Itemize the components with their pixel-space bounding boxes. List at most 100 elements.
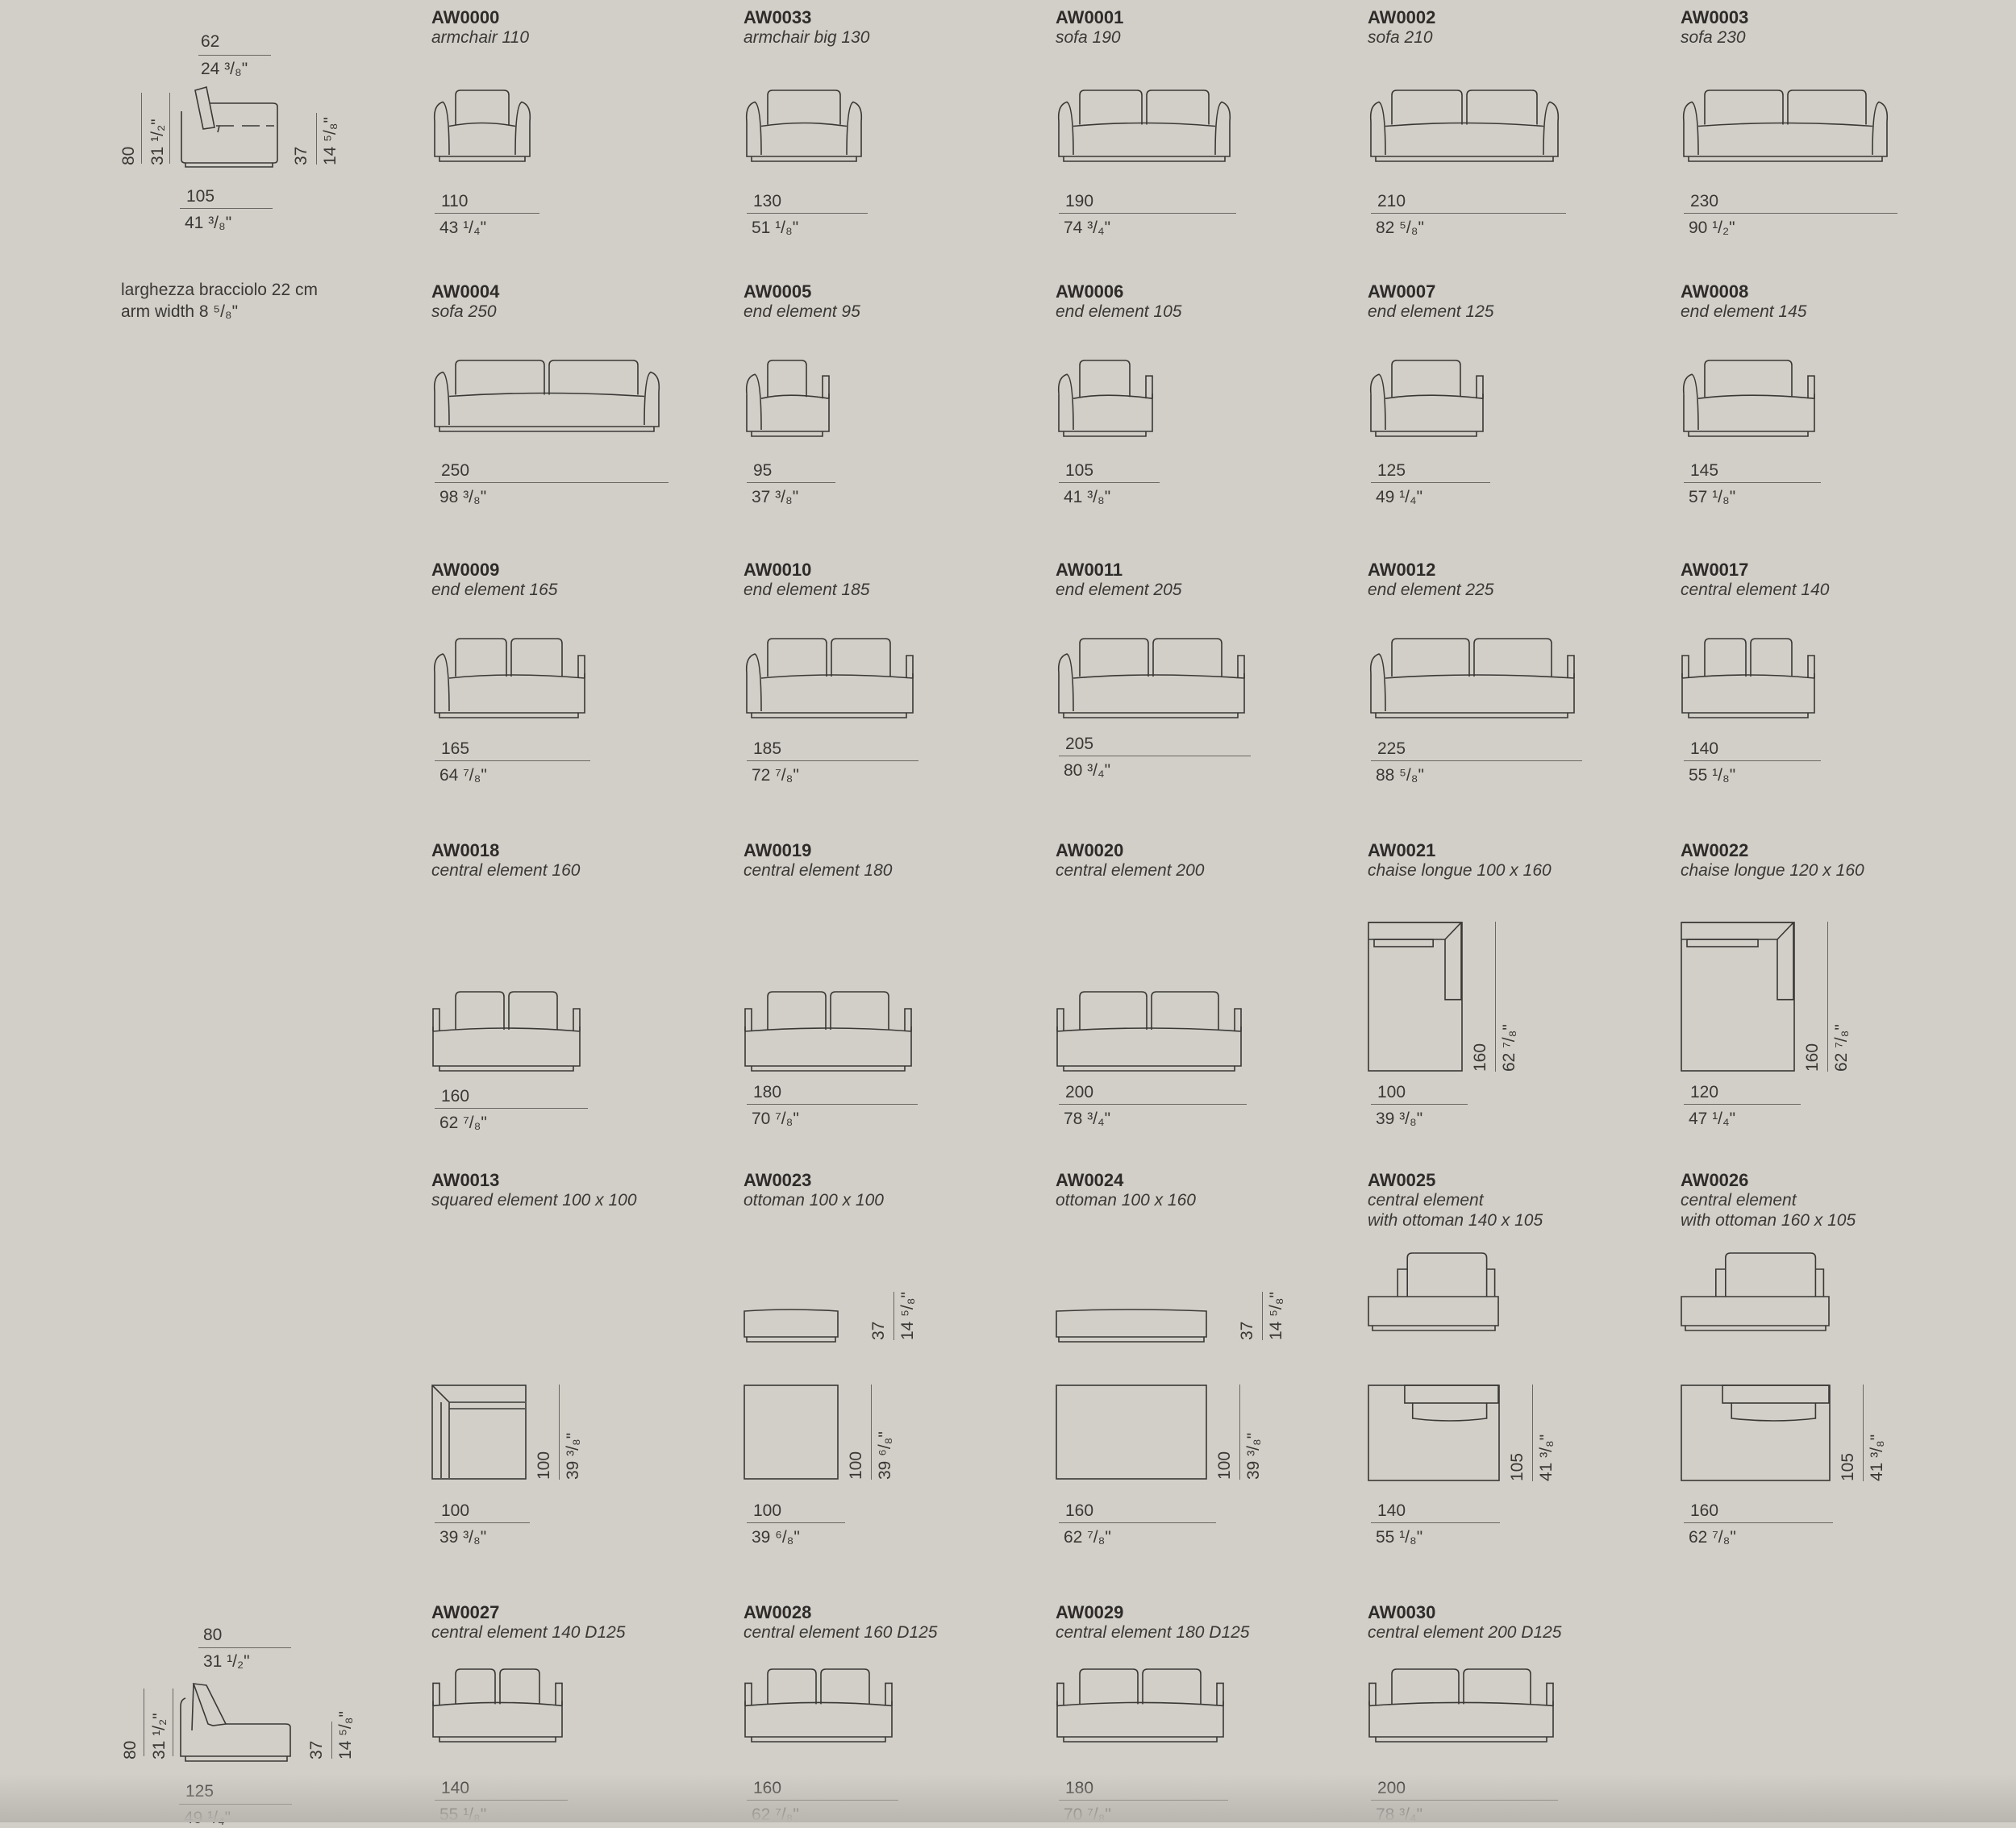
dimension-line: [1059, 213, 1236, 214]
depth-cm: 80: [203, 1626, 223, 1644]
dimension-line: [316, 113, 317, 164]
depth-in: 31 ¹/₂": [203, 1652, 250, 1671]
width-in: 70 ⁷/₈": [752, 1110, 799, 1128]
element-code: AW0000: [431, 7, 500, 27]
dimension-line: [747, 482, 835, 483]
depth-in: 62 ⁷/₈": [1500, 1024, 1518, 1072]
height-cm: 37: [1238, 1321, 1256, 1340]
width-cm: 105: [186, 187, 215, 206]
dimension-line: [435, 213, 539, 214]
end-element-drawing: [745, 638, 914, 718]
width-in: 78 ³/₄": [1064, 1110, 1111, 1128]
dimension-line: [1371, 760, 1582, 761]
seat-in: 14 ⁵/₈": [321, 117, 339, 165]
element-code: AW0012: [1368, 560, 1436, 580]
central-with-ottoman-plan-drawing: [1681, 1385, 1831, 1481]
dimension-line: [1684, 482, 1821, 483]
element-code: AW0009: [431, 560, 500, 580]
width-cm: 100: [441, 1501, 470, 1520]
element-code: AW0028: [744, 1602, 812, 1622]
width-cm: 160: [441, 1087, 470, 1106]
dimension-line: [435, 760, 590, 761]
width-in: 74 ³/₄": [1064, 219, 1111, 237]
element-name: ottoman 100 x 160: [1056, 1191, 1196, 1210]
ottoman-plan-drawing: [744, 1385, 839, 1480]
width-cm: 130: [753, 192, 782, 210]
end-element-drawing: [745, 360, 830, 437]
end-element-drawing: [1369, 360, 1484, 437]
width-cm: 250: [441, 461, 470, 480]
dimension-line: [141, 93, 142, 164]
element-name: sofa 190: [1056, 28, 1121, 47]
seat-cm: 37: [307, 1740, 326, 1759]
element-code: AW0017: [1681, 560, 1749, 580]
width-in: 64 ⁷/₈": [439, 766, 487, 785]
dimension-line: [1371, 1522, 1500, 1523]
dimension-line: [180, 208, 273, 209]
dimension-line: [1059, 482, 1160, 483]
central-element-drawing: [744, 991, 912, 1072]
width-in: 41 ³/₈": [185, 214, 232, 232]
depth-in: 41 ³/₈": [1537, 1434, 1556, 1481]
sofa-drawing: [1369, 90, 1560, 162]
width-cm: 200: [1065, 1083, 1094, 1101]
height-in: 14 ⁵/₈": [898, 1292, 917, 1340]
element-code: AW0029: [1056, 1602, 1124, 1622]
central-element-drawing: [1056, 991, 1242, 1072]
element-code: AW0023: [744, 1170, 812, 1190]
width-in: 49 ¹/₄": [1376, 488, 1423, 506]
dimension-line: [1684, 760, 1821, 761]
element-name: end element 185: [744, 581, 870, 599]
dimension-line: [1371, 213, 1566, 214]
depth-in: 41 ³/₈": [1868, 1434, 1886, 1481]
element-name: sofa 250: [431, 302, 497, 321]
depth-cm: 100: [847, 1451, 865, 1480]
dimension-line: [1684, 1522, 1833, 1523]
width-in: 43 ¹/₄": [439, 219, 487, 237]
height-cm: 80: [121, 1740, 140, 1759]
depth-cm: 62: [201, 32, 220, 51]
end-element-drawing: [433, 638, 585, 718]
width-cm: 185: [753, 739, 782, 758]
width-cm: 105: [1065, 461, 1094, 480]
side-profile-drawing: [180, 1683, 291, 1762]
depth-cm: 100: [1215, 1451, 1234, 1480]
seat-cm: 37: [292, 146, 310, 165]
armchair-drawing: [745, 90, 863, 162]
dimension-line: [1059, 1104, 1247, 1105]
depth-in: 62 ⁷/₈": [1832, 1024, 1851, 1072]
depth-cm: 160: [1471, 1043, 1489, 1072]
width-in: 41 ³/₈": [1064, 488, 1111, 506]
element-code: AW0022: [1681, 840, 1749, 860]
height-in: 14 ⁵/₈": [1267, 1292, 1285, 1340]
width-cm: 180: [753, 1083, 782, 1101]
element-name: end element 145: [1681, 302, 1807, 321]
element-name: central element 180 D125: [1056, 1623, 1250, 1642]
end-element-drawing: [1369, 638, 1575, 718]
element-name: end element 165: [431, 581, 558, 599]
element-code: AW0021: [1368, 840, 1436, 860]
dimension-line: [747, 760, 918, 761]
dimension-line: [559, 1385, 560, 1480]
height-in: 31 ¹/₂": [148, 119, 167, 165]
width-cm: 190: [1065, 192, 1094, 210]
width-in: 62 ⁷/₈": [1064, 1528, 1111, 1547]
element-name: central element 140 D125: [431, 1623, 626, 1642]
element-code: AW0011: [1056, 560, 1123, 580]
seat-in: 14 ⁵/₈": [336, 1711, 355, 1759]
element-code: AW0007: [1368, 281, 1436, 302]
dimension-line: [1684, 1104, 1801, 1105]
dimension-line: [747, 1522, 845, 1523]
width-in: 88 ⁵/₈": [1376, 766, 1424, 785]
element-name: end element 95: [744, 302, 860, 321]
element-name: squared element 100 x 100: [431, 1191, 637, 1210]
squared-plan-drawing: [431, 1385, 527, 1480]
element-name: central element 200: [1056, 861, 1205, 880]
chaise-plan-drawing: [1368, 922, 1463, 1072]
central-with-ottoman-front-drawing: [1681, 1252, 1830, 1331]
dimension-line: [747, 1104, 918, 1105]
width-cm: 125: [1377, 461, 1406, 480]
central-element-drawing: [744, 1668, 893, 1743]
dimension-line: [747, 213, 868, 214]
